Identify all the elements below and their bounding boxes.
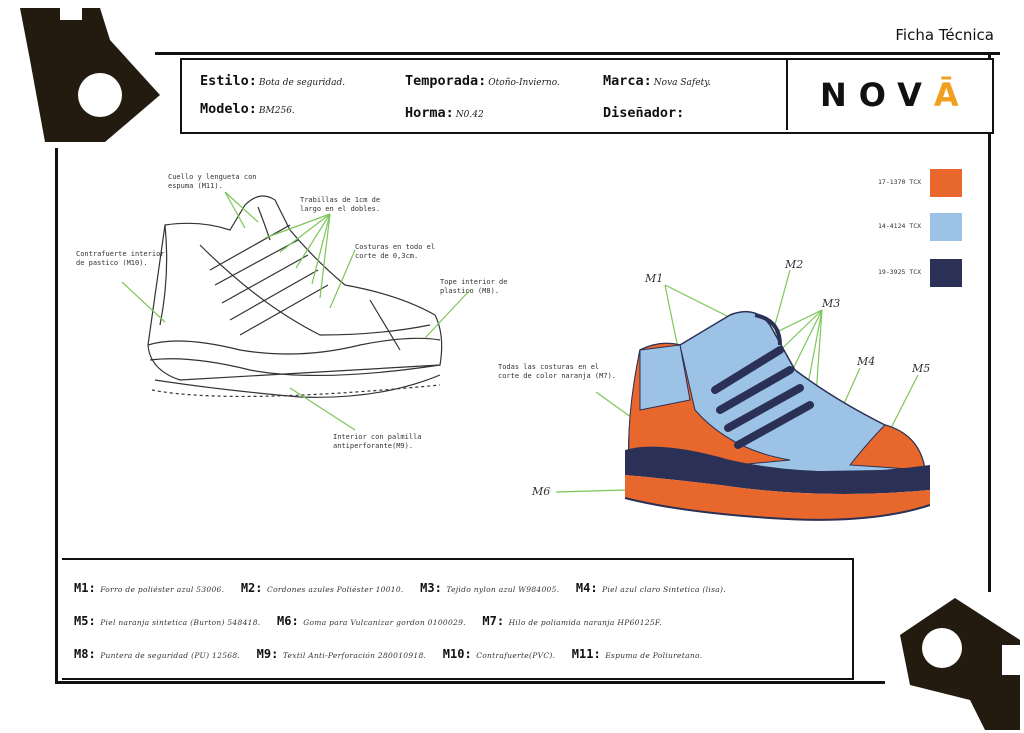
field-modelo: Modelo:BM256. [200, 101, 295, 117]
frame-top-line [155, 52, 1000, 55]
note-contrafuerte: Contrafuerte interior de pastico (M10). [76, 250, 165, 267]
note-costuras-naranja: Todas las costuras en el corte de color … [498, 363, 617, 380]
note-costuras: Costuras en todo el corte de 0,3cm. [355, 243, 436, 260]
legend-row-2: M5: Piel naranja sintetica (Burton) 5484… [74, 614, 674, 628]
legend-code: M6: [277, 614, 299, 628]
legend-text: Puntera de seguridad (PU) 12568. [100, 651, 241, 660]
swatch-label-light-blue: 14-4124 TCX [878, 222, 922, 230]
legend-code: M4: [575, 581, 598, 595]
materials-legend-box [62, 558, 854, 680]
swatch-label-orange: 17-1370 TCX [878, 178, 922, 186]
field-marca: Marca:Nova Safety. [603, 73, 711, 89]
legend-text: Piel naranja sintetica (Burton) 548418. [100, 618, 261, 627]
legend-text: Cordones azules Poliéster 10010. [267, 585, 404, 594]
frame-right-line [988, 52, 991, 592]
boot-colored-drawing [624, 310, 931, 521]
legend-row-3: M8: Puntera de seguridad (PU) 12568. M9:… [74, 647, 714, 661]
note-interior: Interior con palmilla antiperforante(M9)… [333, 433, 422, 450]
header-info-box [180, 58, 994, 134]
note-trabillas: Trabillas de 1cm de largo en el dobles. [300, 196, 381, 213]
swatch-label-navy: 19-3925 TCX [878, 268, 922, 276]
label-m4: M4 [857, 355, 876, 368]
legend-code: M2: [240, 581, 263, 595]
brand-logo: NOVĀ [820, 76, 971, 114]
label-m6: M6 [532, 485, 551, 498]
logo-box [786, 60, 992, 130]
legend-code: M8: [74, 647, 96, 661]
swatch-orange [930, 169, 962, 197]
legend-code: M10: [442, 647, 472, 661]
field-temporada: Temporada:Otoño-Invierno. [405, 73, 560, 89]
legend-text: Forro de poliéster azul 53006. [100, 585, 225, 594]
field-disenador: Diseñador: [603, 105, 685, 121]
label-m2: M2 [785, 258, 804, 271]
legend-text: Contrafuerte(PVC). [476, 651, 556, 660]
page-title: Ficha Técnica [895, 26, 994, 44]
boot-sketch-drawing [147, 195, 443, 398]
legend-text: Tejido nylon azul W984005. [446, 585, 560, 594]
legend-code: M11: [571, 647, 601, 661]
label-m5: M5 [912, 362, 931, 375]
note-tope: Tope interior de plastico (M8). [440, 278, 508, 295]
field-horma: Horma:N0.42 [405, 105, 484, 121]
legend-code: M1: [74, 581, 96, 595]
swatch-navy [930, 259, 962, 287]
legend-code: M3: [420, 581, 442, 595]
legend-code: M5: [74, 614, 96, 628]
legend-text: Espuma de Poliuretano. [605, 651, 703, 660]
corner-decoration-top-left [20, 0, 160, 142]
legend-text: Hilo de poliamida naranja HP60125F. [508, 618, 662, 627]
label-m1: M1 [645, 272, 664, 285]
field-estilo: Estilo:Bota de seguridad. [200, 73, 346, 89]
legend-text: Textil Anti-Perforación 280010918. [282, 651, 427, 660]
corner-decoration-bottom-right [900, 598, 1024, 730]
label-m3: M3 [822, 297, 841, 310]
swatch-light-blue [930, 213, 962, 241]
frame-bottom-line [55, 681, 885, 684]
legend-code: M7: [482, 614, 505, 628]
legend-row-1: M1: Forro de poliéster azul 53006. M2: C… [74, 581, 738, 595]
frame-left-line [55, 148, 58, 683]
legend-text: Piel azul claro Sintetica (lisa). [602, 585, 726, 594]
legend-code: M9: [256, 647, 279, 661]
legend-text: Goma para Vulcanizar gordon 0100029. [303, 618, 466, 627]
note-cuello: Cuello y lengueta con espuma (M11). [168, 173, 257, 190]
